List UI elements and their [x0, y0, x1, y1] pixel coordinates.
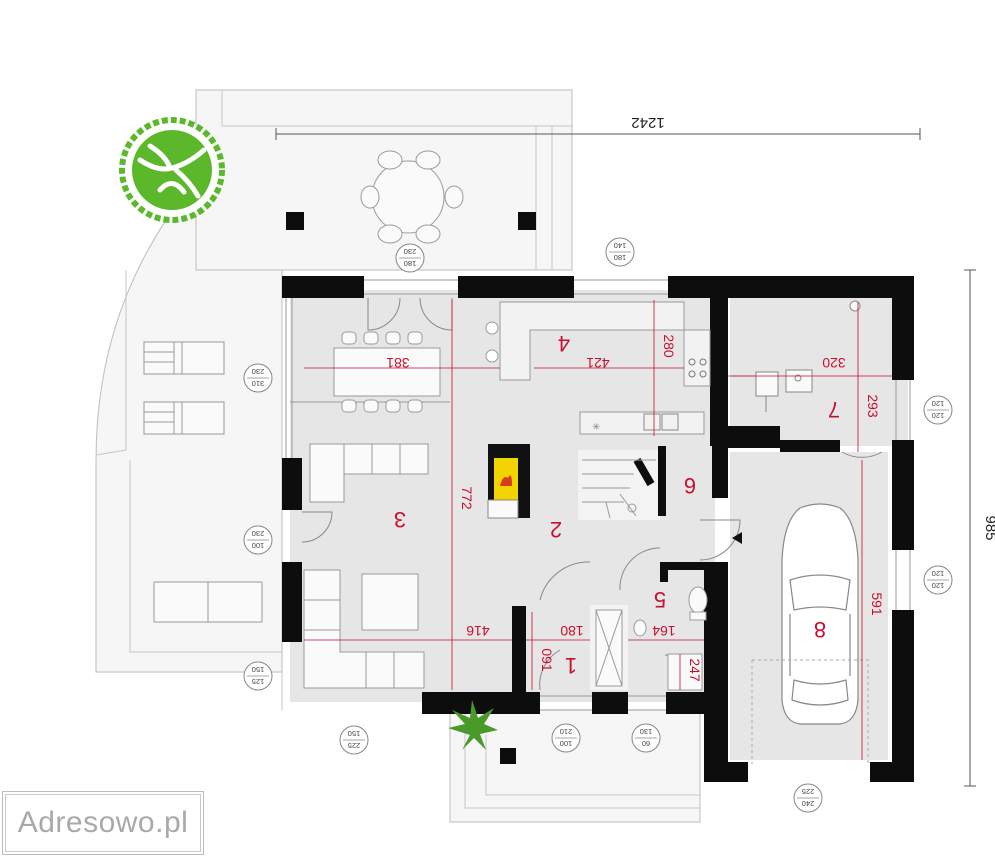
walls	[282, 212, 914, 782]
svg-text:120: 120	[932, 411, 945, 420]
svg-text:150: 150	[252, 665, 265, 674]
opening-badge: 120 120	[923, 395, 953, 425]
room-dim-164: 164	[652, 623, 676, 639]
tree-icon	[119, 117, 225, 223]
room-dim-591: 591	[869, 592, 885, 616]
bathroom	[595, 586, 708, 691]
room-dim-280: 280	[661, 334, 677, 358]
garage-door-line	[751, 659, 869, 764]
room-dimension-lines	[304, 300, 892, 760]
opening-badge: 180 230	[395, 243, 425, 273]
room-dim-421: 421	[586, 355, 610, 371]
svg-text:230: 230	[404, 247, 417, 256]
room-dim-180: 180	[560, 623, 584, 639]
opening-badge: 125 150	[243, 661, 273, 691]
room-number-2: 2	[550, 517, 562, 542]
svg-text:120: 120	[932, 569, 945, 578]
svg-text:230: 230	[252, 529, 265, 538]
kitchen: ✳	[485, 301, 711, 435]
svg-text:150: 150	[348, 729, 361, 738]
room-number-5: 5	[654, 587, 666, 612]
overall-depth-label: 985	[982, 515, 995, 540]
room-dim-091: 091	[539, 648, 555, 672]
opening-badges: 180 230 180 140 310 230 100 230 125 150 …	[243, 237, 953, 813]
room-dim-772: 772	[459, 486, 475, 510]
svg-text:240: 240	[802, 799, 815, 808]
svg-text:225: 225	[348, 741, 361, 750]
svg-text:180: 180	[614, 253, 627, 262]
utility-room	[755, 300, 861, 412]
overall-width-label: 1242	[631, 114, 664, 131]
fireplace	[487, 444, 530, 519]
svg-text:100: 100	[252, 541, 265, 550]
room-dim-381: 381	[386, 355, 410, 371]
watermark-text: Adresowo.pl	[17, 806, 189, 839]
room-dim-320: 320	[822, 355, 846, 371]
svg-text:✳: ✳	[592, 422, 600, 433]
opening-badge: 310 230	[243, 363, 273, 393]
room-number-8: 8	[814, 617, 826, 642]
opening-badge: 180 140	[605, 237, 635, 267]
svg-text:230: 230	[252, 367, 265, 376]
opening-badge: 240 225	[793, 783, 823, 813]
deckchairs	[143, 341, 263, 623]
terrace-edges	[95, 90, 700, 809]
watermark: Adresowo.pl	[2, 791, 204, 855]
opening-badge: 225 150	[339, 725, 369, 755]
opening-badge: 100 210	[551, 723, 581, 753]
opening-badge: 100 230	[243, 525, 273, 555]
room-dim-293: 293	[865, 394, 881, 418]
room-number-3: 3	[394, 507, 406, 532]
svg-text:210: 210	[560, 727, 573, 736]
room-number-1: 1	[565, 653, 577, 678]
room-number-6: 6	[684, 473, 696, 498]
room-dim-416: 416	[466, 623, 490, 639]
car	[781, 503, 859, 725]
svg-text:130: 130	[640, 727, 653, 736]
room-number-7: 7	[828, 397, 840, 422]
svg-text:100: 100	[560, 739, 573, 748]
room-number-4: 4	[558, 331, 570, 356]
svg-text:120: 120	[932, 399, 945, 408]
stairs	[582, 459, 656, 519]
svg-text:310: 310	[252, 379, 265, 388]
opening-badge: 60 130	[631, 723, 661, 753]
plant-icon	[448, 700, 498, 750]
dining-table	[333, 331, 441, 413]
room-dim-247: 247	[687, 658, 703, 682]
watermark-frame: Adresowo.pl	[5, 794, 201, 852]
svg-text:180: 180	[404, 259, 417, 268]
opening-badge: 120 120	[923, 565, 953, 595]
outdoor-table	[360, 150, 464, 244]
svg-text:140: 140	[614, 241, 627, 250]
svg-text:225: 225	[802, 787, 815, 796]
dimension-lines	[275, 128, 976, 787]
svg-text:120: 120	[932, 581, 945, 590]
svg-text:125: 125	[252, 677, 265, 686]
sofa	[303, 443, 429, 689]
entrance-arrow-icon	[732, 532, 742, 544]
svg-text:60: 60	[642, 739, 650, 748]
